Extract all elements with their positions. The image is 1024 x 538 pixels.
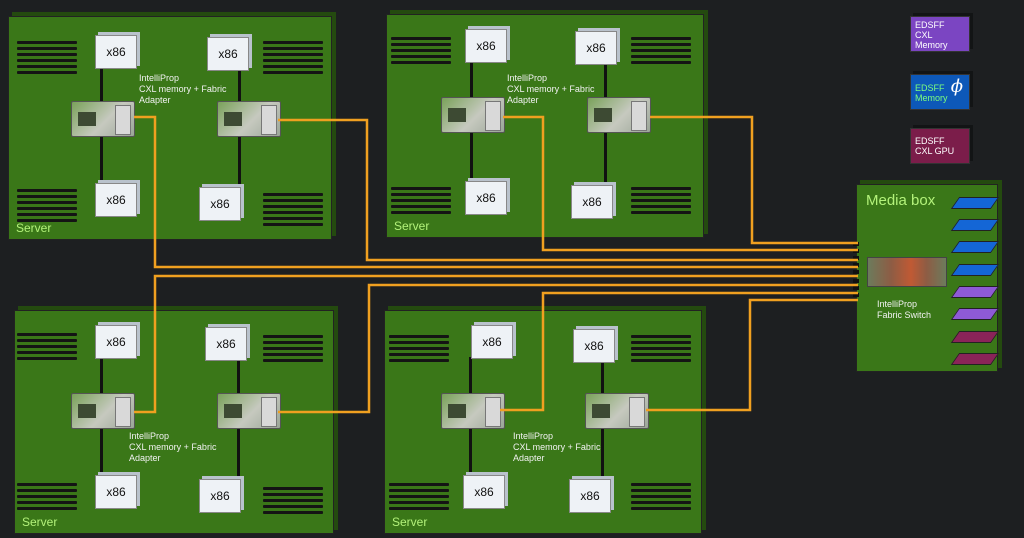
edsff-drive-bay — [950, 286, 1000, 298]
server-label: Server — [22, 515, 58, 529]
vent-grille — [631, 187, 691, 217]
switch-port — [853, 249, 859, 253]
cpu-box: x86 — [575, 31, 617, 65]
cpu-box: x86 — [207, 37, 249, 71]
adapter-label: IntelliProp CXL memory + Fabric Adapter — [129, 431, 217, 463]
adapter-label: IntelliProp CXL memory + Fabric Adapter — [139, 73, 227, 105]
vent-grille — [263, 487, 323, 517]
vent-grille — [17, 483, 77, 513]
adapter-label: IntelliProp CXL memory + Fabric Adapter — [507, 73, 595, 105]
fabric-adapter-card — [441, 97, 505, 133]
fabric-adapter-card — [71, 393, 135, 429]
cpu-box: x86 — [205, 327, 247, 361]
vent-grille — [263, 335, 323, 365]
switch-port — [853, 256, 859, 260]
cpu-box: x86 — [465, 181, 507, 215]
vent-grille — [389, 483, 449, 513]
cpu-box: x86 — [571, 185, 613, 219]
adapter-label: IntelliProp CXL memory + Fabric Adapter — [513, 431, 601, 463]
server-chassis: x86 x86 x86 x86 IntelliProp CXL memory +… — [384, 310, 702, 534]
cpu-box: x86 — [95, 183, 137, 217]
server-chassis: x86 x86 x86 x86 IntelliProp CXL memory +… — [8, 16, 332, 240]
edsff-drive-bay — [950, 353, 1000, 365]
server-chassis: x86 x86 x86 x86 IntelliProp CXL memory +… — [14, 310, 334, 534]
switch-label: IntelliProp Fabric Switch — [877, 299, 932, 320]
server-chassis: x86 x86 x86 x86 IntelliProp CXL memory +… — [386, 14, 704, 238]
phi-icon: ϕ — [950, 76, 963, 97]
switch-port — [853, 242, 859, 246]
cpu-box: x86 — [569, 479, 611, 513]
vent-grille — [391, 37, 451, 67]
fabric-adapter-card — [441, 393, 505, 429]
media-box-title: Media box — [866, 192, 936, 209]
vent-grille — [631, 483, 691, 513]
fabric-adapter-card — [71, 101, 135, 137]
cpu-box: x86 — [199, 479, 241, 513]
edsff-drive-bay — [950, 308, 1000, 320]
fabric-switch-chip — [867, 257, 947, 287]
server-label: Server — [16, 221, 52, 235]
edsff-drive-bay — [950, 241, 1000, 253]
switch-port — [853, 286, 859, 290]
vent-grille — [631, 37, 691, 67]
vent-grille — [263, 193, 323, 229]
vent-grille — [17, 41, 77, 77]
edsff-drive-bay — [950, 197, 1000, 209]
server-label: Server — [392, 515, 428, 529]
cpu-box: x86 — [95, 35, 137, 69]
vent-grille — [263, 41, 323, 77]
legend-cxl-gpu: EDSFF CXL GPU — [910, 128, 970, 164]
switch-port — [853, 293, 859, 297]
edsff-drive-bay — [950, 331, 1000, 343]
edsff-drive-bay — [950, 264, 1000, 276]
vent-grille — [389, 335, 449, 365]
cpu-box: x86 — [573, 329, 615, 363]
media-box: Media box IntelliProp Fabric Switch — [853, 184, 1000, 372]
edsff-drive-bay — [950, 219, 1000, 231]
vent-grille — [17, 333, 77, 363]
fabric-adapter-card — [587, 97, 651, 133]
vent-grille — [391, 187, 451, 217]
server-label: Server — [394, 219, 430, 233]
cpu-box: x86 — [95, 475, 137, 509]
cpu-box: x86 — [95, 325, 137, 359]
fabric-adapter-card — [217, 393, 281, 429]
cpu-box: x86 — [465, 29, 507, 63]
vent-grille — [17, 189, 77, 225]
vent-grille — [631, 335, 691, 365]
switch-port — [853, 279, 859, 283]
legend-cxl-memory: EDSFF CXL Memory — [910, 16, 970, 52]
cpu-box: x86 — [463, 475, 505, 509]
cpu-box: x86 — [471, 325, 513, 359]
switch-port — [853, 263, 859, 267]
fabric-adapter-card — [585, 393, 649, 429]
switch-port — [853, 270, 859, 274]
legend-memory: EDSFF Memory ϕ — [910, 74, 970, 110]
fabric-adapter-card — [217, 101, 281, 137]
cpu-box: x86 — [199, 187, 241, 221]
